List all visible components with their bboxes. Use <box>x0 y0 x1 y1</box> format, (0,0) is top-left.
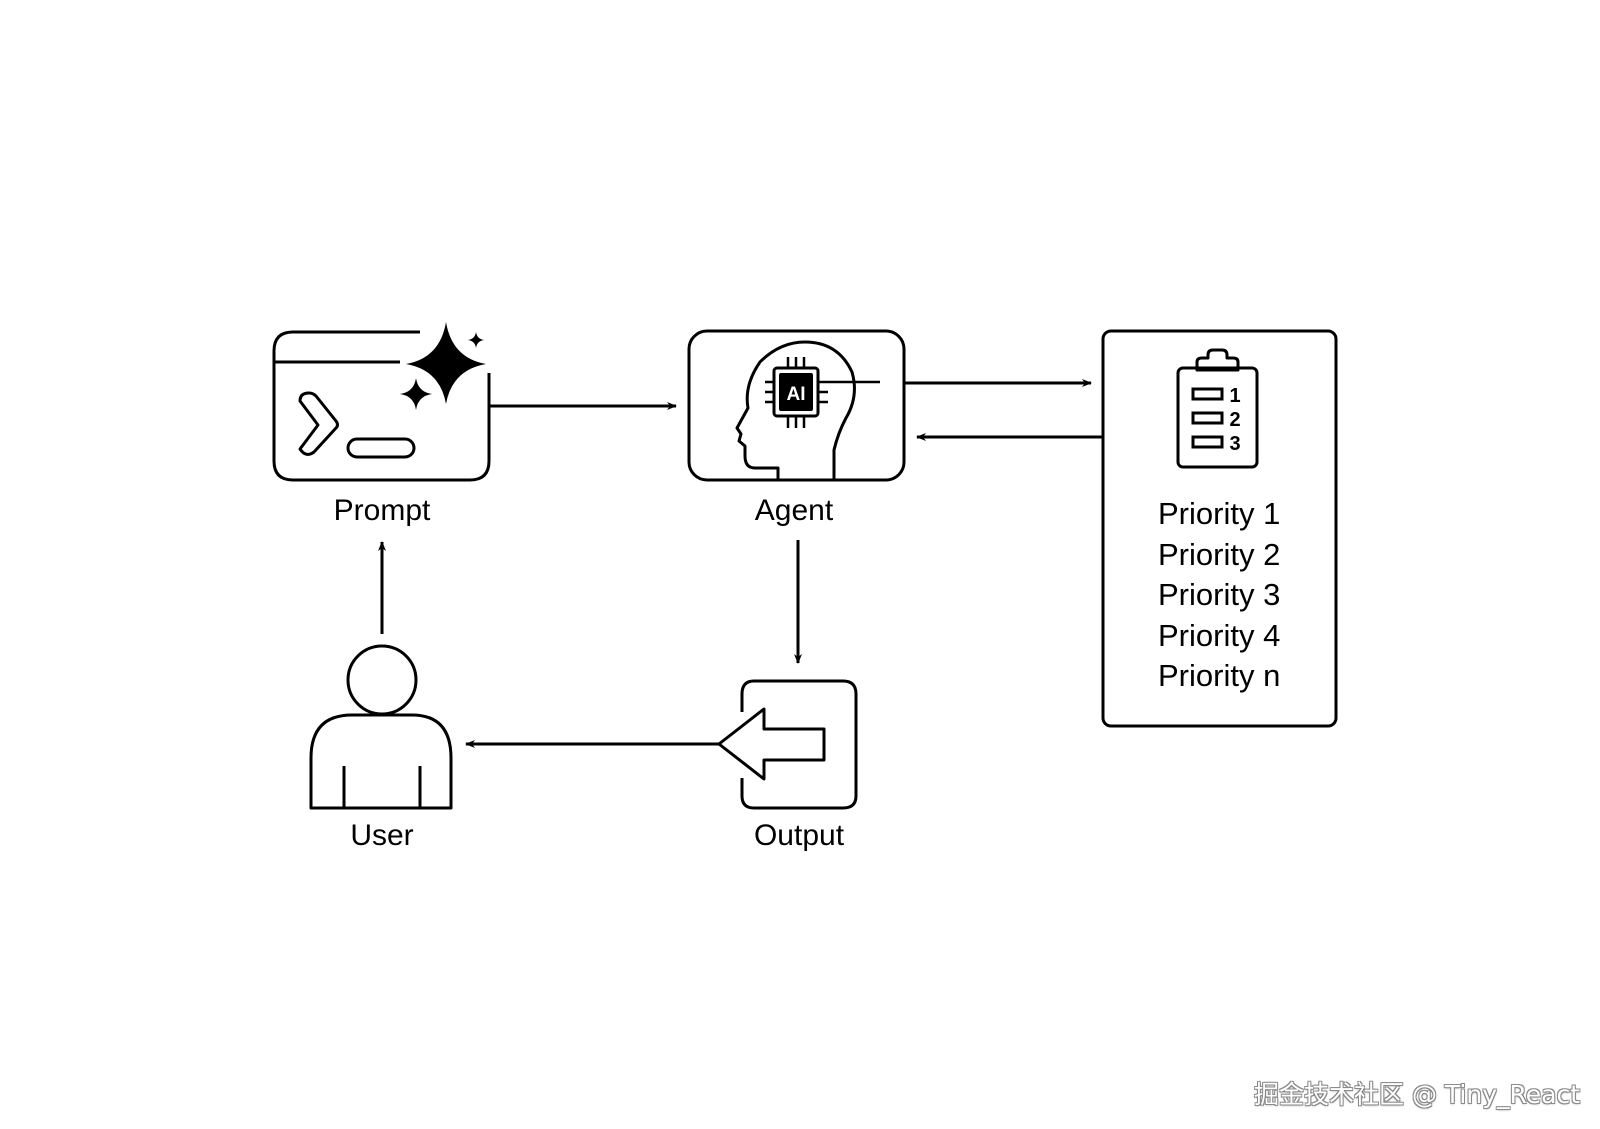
output-frame <box>740 679 858 810</box>
sparkle-large-icon <box>406 322 486 404</box>
priority-list: Priority 1 Priority 2 Priority 3 Priorit… <box>1158 494 1280 697</box>
prompt-chevron-icon <box>298 391 339 456</box>
watermark: 掘金技术社区 @ Tiny_React <box>1254 1080 1580 1109</box>
priority-node: 1 2 3 <box>1101 329 1338 728</box>
ai-head-icon <box>735 340 856 480</box>
priority-item-2: Priority 2 <box>1158 536 1281 572</box>
priority-item-1: Priority 1 <box>1158 496 1281 531</box>
prompt-cursor-icon <box>346 437 416 459</box>
ai-chip-icon: AI <box>765 357 880 428</box>
priority-frame <box>1101 329 1338 728</box>
priority-item-4: Priority 4 <box>1158 617 1281 653</box>
clipboard-number-1: 1 <box>1229 385 1240 407</box>
agent-frame <box>687 329 906 482</box>
user-label: User <box>350 819 414 852</box>
output-arrow-icon <box>717 707 826 781</box>
agent-label: Agent <box>754 494 834 527</box>
clipboard-number-3: 3 <box>1229 433 1240 455</box>
ai-chip-label: AI <box>787 384 806 405</box>
prompt-window-frame <box>272 330 491 482</box>
sparkle-small-icon <box>400 378 432 410</box>
sparkle-tiny-icon <box>468 332 484 348</box>
output-label: Output <box>753 819 845 852</box>
agent-node: AI <box>687 329 906 482</box>
prompt-label: Prompt <box>333 494 431 527</box>
priority-item-n: Priority n <box>1158 658 1281 693</box>
priority-item-3: Priority 3 <box>1158 577 1281 612</box>
clipboard-number-2: 2 <box>1229 409 1240 431</box>
output-node <box>717 679 858 810</box>
clipboard-icon: 1 2 3 <box>1176 348 1259 469</box>
user-icon <box>309 644 453 810</box>
prompt-node <box>272 322 491 482</box>
